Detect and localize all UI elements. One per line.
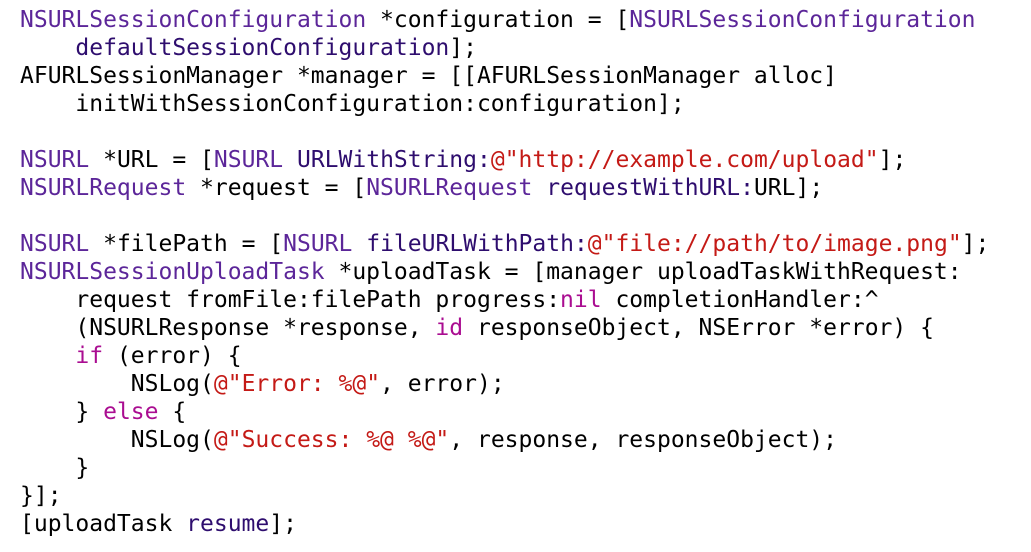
code-line[interactable]: NSURLRequest *request = [NSURLRequest re…: [20, 174, 989, 202]
code-line[interactable]: [20, 202, 989, 230]
code-token-plain: , error);: [380, 371, 505, 397]
code-token-type: NSURLSessionConfiguration: [629, 7, 976, 33]
code-line[interactable]: } else {: [20, 398, 989, 426]
code-line[interactable]: NSURLSessionUploadTask *uploadTask = [ma…: [20, 258, 989, 286]
code-line[interactable]: }];: [20, 482, 989, 510]
code-token-plain: URL];: [753, 175, 824, 201]
code-token-plain: [uploadTask: [20, 511, 187, 537]
code-line[interactable]: [uploadTask resume];: [20, 510, 989, 538]
code-token-type: NSURL: [283, 231, 353, 257]
code-token-plain: (NSURLResponse *response,: [20, 315, 436, 341]
code-line[interactable]: NSLog(@"Success: %@ %@", response, respo…: [20, 426, 989, 454]
code-token-plain: [20, 35, 75, 61]
code-token-kw: else: [103, 399, 159, 425]
code-token-type: NSURL: [20, 147, 90, 173]
code-token-method: defaultSessionConfiguration: [75, 35, 450, 61]
code-line[interactable]: AFURLSessionManager *manager = [[AFURLSe…: [20, 62, 989, 90]
code-token-type: NSURLSessionUploadTask: [20, 259, 325, 285]
code-token-plain: [283, 147, 297, 173]
code-token-plain: {: [158, 399, 187, 425]
code-token-plain: }: [20, 399, 104, 425]
code-line[interactable]: NSURLSessionConfiguration *configuration…: [20, 6, 989, 34]
code-token-plain: ];: [878, 147, 907, 173]
code-token-method: requestWithURL:: [546, 175, 754, 201]
code-token-type: NSURLRequest: [366, 175, 533, 201]
code-token-type: NSURL: [20, 231, 90, 257]
code-token-str: @"Error: %@": [213, 371, 381, 397]
code-token-plain: ];: [269, 511, 297, 537]
code-listing[interactable]: NSURLSessionConfiguration *configuration…: [20, 6, 989, 538]
code-token-plain: responseObject, NSError *error) {: [463, 315, 934, 341]
code-token-plain: *uploadTask = [manager uploadTaskWithReq…: [324, 259, 962, 285]
code-token-plain: }: [20, 455, 90, 481]
code-token-plain: request fromFile:filePath progress:: [20, 287, 561, 313]
code-token-plain: (error) {: [103, 343, 242, 369]
code-token-plain: *request = [: [186, 175, 367, 201]
code-line[interactable]: (NSURLResponse *response, id responseObj…: [20, 314, 989, 342]
code-token-plain: *filePath = [: [89, 231, 284, 257]
code-token-method: fileURLWithPath:: [366, 231, 588, 257]
code-token-plain: [352, 231, 366, 257]
code-token-plain: AFURLSessionManager *manager = [[AFURLSe…: [20, 63, 837, 89]
code-token-kw: if: [75, 343, 104, 369]
code-token-plain: }];: [20, 483, 62, 509]
code-token-plain: [532, 175, 546, 201]
code-token-kw: id: [435, 315, 464, 341]
code-line[interactable]: if (error) {: [20, 342, 989, 370]
code-line[interactable]: defaultSessionConfiguration];: [20, 34, 989, 62]
code-token-kw: nil: [560, 287, 602, 313]
code-token-plain: ];: [449, 35, 477, 61]
code-token-plain: completionHandler:^: [601, 287, 879, 313]
code-token-plain: [20, 343, 75, 369]
code-token-plain: NSLog(: [20, 427, 214, 453]
code-line[interactable]: }: [20, 454, 989, 482]
code-line[interactable]: NSURL *filePath = [NSURL fileURLWithPath…: [20, 230, 989, 258]
code-line[interactable]: initWithSessionConfiguration:configurati…: [20, 90, 989, 118]
code-line[interactable]: request fromFile:filePath progress:nil c…: [20, 286, 989, 314]
code-line[interactable]: [20, 118, 989, 146]
code-token-str: @"http://example.com/upload": [490, 147, 879, 173]
code-token-method: URLWithString:: [296, 147, 491, 173]
code-token-plain: NSLog(: [20, 371, 214, 397]
code-token-plain: initWithSessionConfiguration:configurati…: [20, 91, 685, 117]
code-token-str: @"file://path/to/image.png": [587, 231, 962, 257]
code-token-plain: , response, responseObject);: [449, 427, 838, 453]
code-line[interactable]: NSLog(@"Error: %@", error);: [20, 370, 989, 398]
code-token-plain: ];: [961, 231, 990, 257]
code-token-plain: *URL = [: [89, 147, 214, 173]
code-token-type: NSURLRequest: [20, 175, 187, 201]
code-token-type: NSURL: [213, 147, 284, 173]
code-token-plain: *configuration = [: [366, 7, 630, 33]
code-token-str: @"Success: %@ %@": [213, 427, 450, 453]
code-line[interactable]: NSURL *URL = [NSURL URLWithString:@"http…: [20, 146, 989, 174]
code-token-type: NSURLSessionConfiguration: [20, 7, 367, 33]
code-token-method: resume: [186, 511, 270, 537]
